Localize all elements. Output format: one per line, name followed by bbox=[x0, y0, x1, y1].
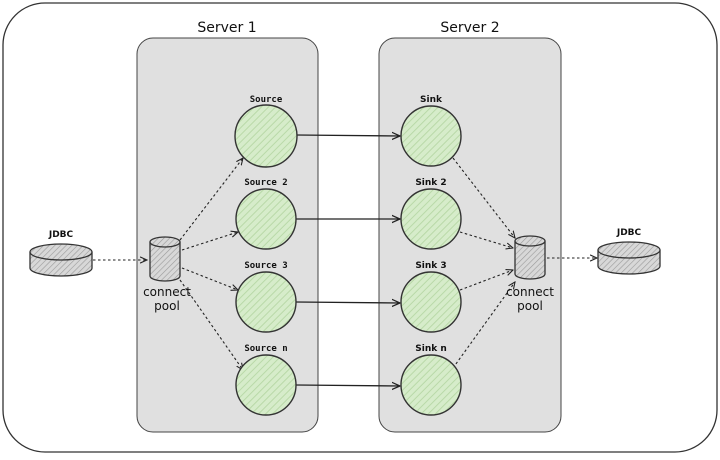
arrow-sink-2-to-right-pool bbox=[459, 231, 513, 248]
arrow-source-3-to-sink-3 bbox=[295, 302, 400, 303]
source-labels: Source Source 2 Source 3 Source n bbox=[244, 95, 287, 354]
source-label: Source bbox=[250, 95, 283, 105]
sink-labels: Sink Sink 2 Sink 3 Sink n bbox=[415, 95, 447, 354]
left-connect-pool[interactable]: connect pool bbox=[143, 236, 191, 313]
source-node[interactable] bbox=[234, 104, 298, 168]
sink-label: Sink bbox=[420, 95, 443, 105]
arrow-source-1-to-sink-1 bbox=[295, 135, 400, 136]
left-pool-label-line1: connect bbox=[143, 285, 191, 299]
arrow-pool-to-source-1 bbox=[179, 158, 243, 241]
sink-label: Sink 3 bbox=[415, 261, 446, 271]
sink-node[interactable] bbox=[400, 354, 462, 416]
source-label: Source n bbox=[244, 344, 287, 354]
source-node[interactable] bbox=[235, 354, 297, 416]
right-connection-arrows bbox=[452, 157, 597, 369]
data-flow-arrows bbox=[295, 135, 400, 386]
server-2-title: Server 2 bbox=[440, 20, 499, 36]
sink-node[interactable] bbox=[400, 105, 462, 167]
source-label: Source 3 bbox=[244, 261, 287, 271]
sink-node[interactable] bbox=[400, 271, 462, 333]
arrow-sink-1-to-right-pool bbox=[452, 157, 515, 238]
source-node[interactable] bbox=[235, 271, 297, 333]
source-label: Source 2 bbox=[244, 178, 287, 188]
left-jdbc-database[interactable]: JDBC bbox=[29, 230, 93, 277]
right-connect-pool[interactable]: connect pool bbox=[506, 235, 554, 313]
right-pool-label-line2: pool bbox=[517, 299, 543, 313]
server-1-title: Server 1 bbox=[197, 20, 256, 36]
outer-container bbox=[2, 2, 718, 453]
right-jdbc-label: JDBC bbox=[616, 228, 642, 238]
source-nodes bbox=[234, 104, 298, 416]
left-jdbc-label: JDBC bbox=[48, 230, 74, 240]
left-connection-arrows bbox=[93, 158, 243, 370]
arrow-pool-to-source-3 bbox=[181, 267, 238, 290]
sink-label: Sink n bbox=[415, 344, 447, 354]
arrow-pool-to-source-n bbox=[179, 279, 243, 370]
sink-nodes bbox=[400, 105, 462, 416]
source-node[interactable] bbox=[235, 188, 297, 250]
arrow-source-n-to-sink-n bbox=[295, 385, 400, 386]
sink-label: Sink 2 bbox=[415, 178, 446, 188]
right-jdbc-database[interactable]: JDBC bbox=[597, 228, 661, 275]
left-pool-label-line2: pool bbox=[154, 299, 180, 313]
sink-node[interactable] bbox=[400, 188, 462, 250]
right-pool-label-line1: connect bbox=[506, 285, 554, 299]
arrow-sink-3-to-right-pool bbox=[459, 270, 513, 291]
